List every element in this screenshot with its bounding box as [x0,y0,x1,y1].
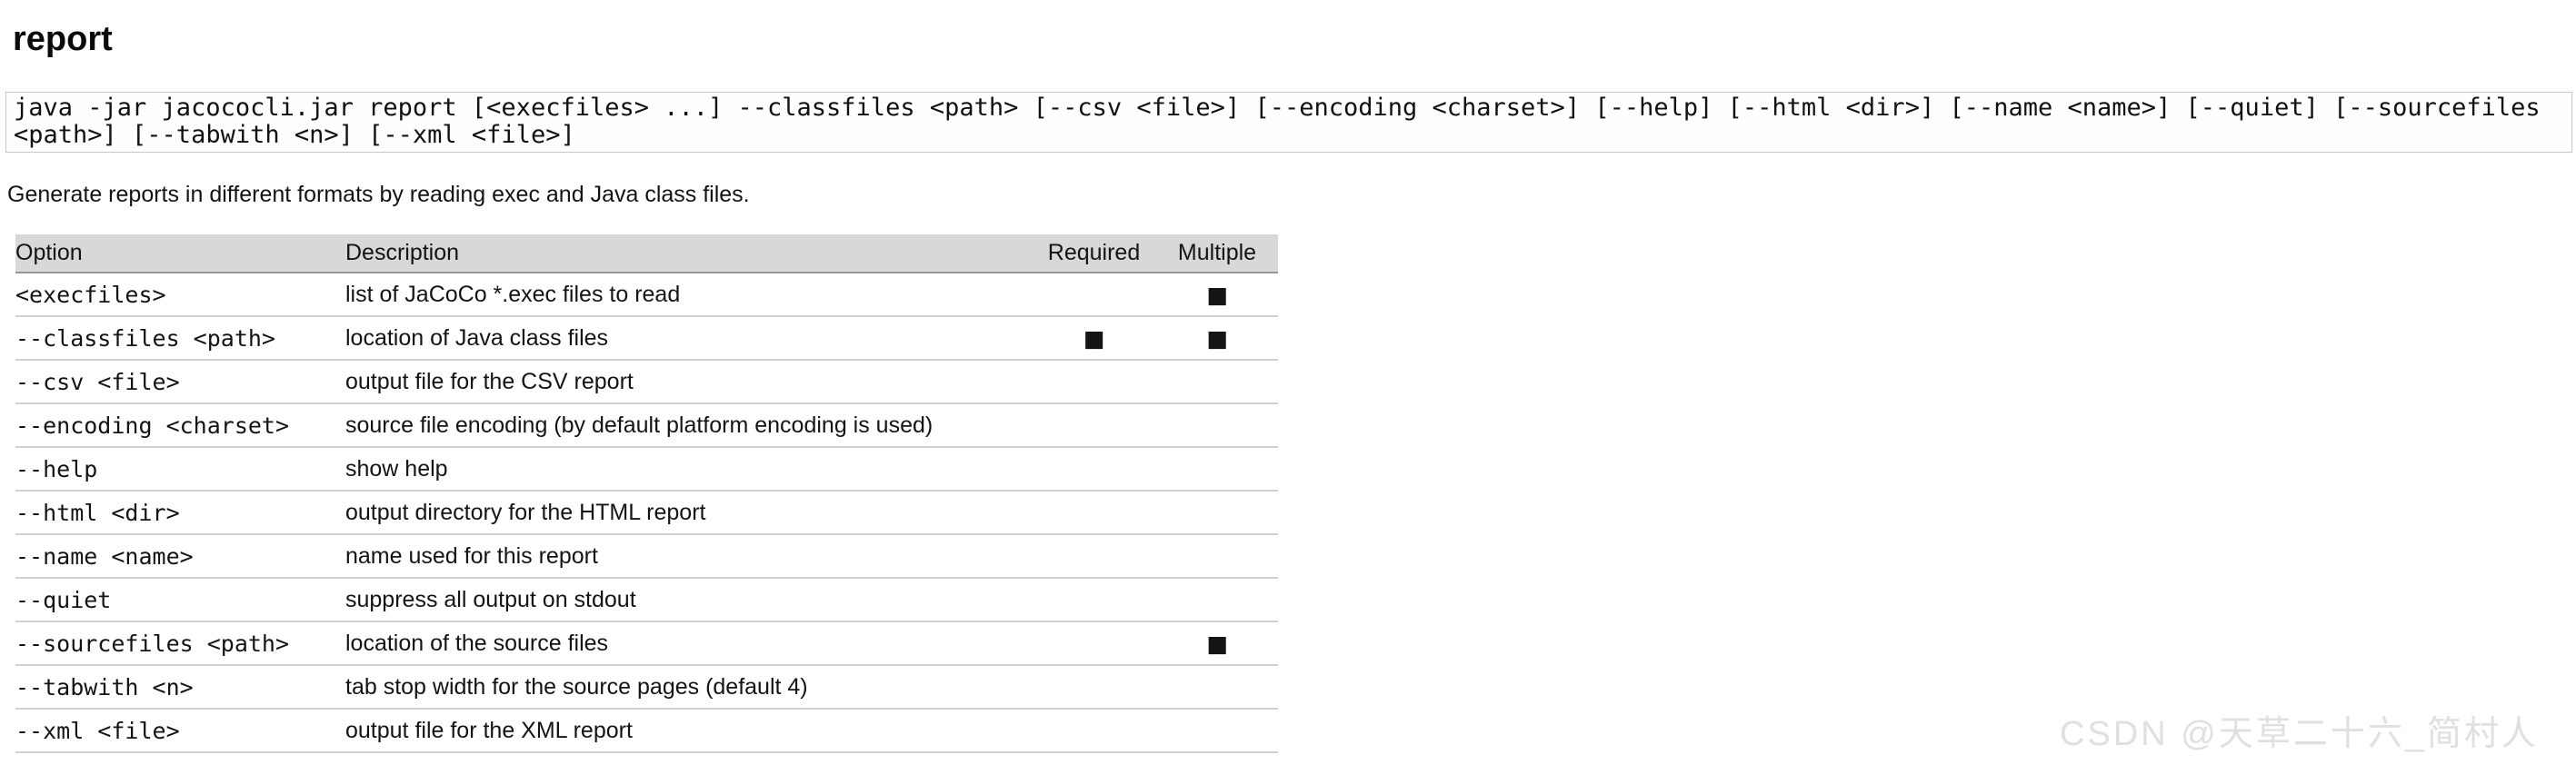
required-marker [1032,491,1156,535]
table-header-row: Option Description Required Multiple [15,234,1278,273]
multiple-marker [1156,709,1278,753]
multiple-marker [1156,491,1278,535]
required-marker [1032,403,1156,448]
multiple-marker: ■ [1156,273,1278,317]
option-cell: --help [15,447,345,492]
multiple-marker: ■ [1156,621,1278,666]
description-cell: output directory for the HTML report [345,491,1032,535]
options-table: Option Description Required Multiple <ex… [15,234,1278,753]
table-row: --encoding <charset> source file encodin… [15,403,1278,448]
table-row: --html <dir> output directory for the HT… [15,491,1278,535]
intro-text: Generate reports in different formats by… [7,182,750,207]
description-cell: list of JaCoCo *.exec files to read [345,273,1032,317]
column-header-option: Option [15,234,345,273]
option-cell: <execfiles> [15,273,345,317]
option-cell: --quiet [15,578,345,622]
option-cell: --html <dir> [15,491,345,535]
required-marker [1032,273,1156,317]
multiple-marker: ■ [1156,316,1278,361]
description-cell: name used for this report [345,534,1032,579]
required-marker [1032,665,1156,710]
command-usage-code-block: java -jar jacococli.jar report [<execfil… [5,92,2572,153]
column-header-required: Required [1032,234,1156,273]
page-title: report [13,20,113,58]
required-marker [1032,709,1156,753]
option-cell: --encoding <charset> [15,403,345,448]
multiple-marker [1156,447,1278,492]
description-cell: tab stop width for the source pages (def… [345,665,1032,710]
table-row: --tabwith <n> tab stop width for the sou… [15,665,1278,710]
required-marker [1032,621,1156,666]
option-cell: --name <name> [15,534,345,579]
multiple-marker [1156,403,1278,448]
option-cell: --sourcefiles <path> [15,621,345,666]
description-cell: location of Java class files [345,316,1032,361]
description-cell: suppress all output on stdout [345,578,1032,622]
required-marker [1032,447,1156,492]
option-cell: --classfiles <path> [15,316,345,361]
table-row: --help show help [15,447,1278,492]
table-row: --quiet suppress all output on stdout [15,578,1278,622]
table-row: --xml <file> output file for the XML rep… [15,709,1278,753]
table-row: --name <name> name used for this report [15,534,1278,579]
required-marker [1032,578,1156,622]
multiple-marker [1156,665,1278,710]
option-cell: --xml <file> [15,709,345,753]
table-row: --classfiles <path> location of Java cla… [15,316,1278,361]
multiple-marker [1156,360,1278,404]
description-cell: output file for the CSV report [345,360,1032,404]
table-row: --sourcefiles <path> location of the sou… [15,621,1278,666]
description-cell: show help [345,447,1032,492]
table-row: <execfiles> list of JaCoCo *.exec files … [15,273,1278,317]
multiple-marker [1156,534,1278,579]
required-marker: ■ [1032,316,1156,361]
option-cell: --tabwith <n> [15,665,345,710]
description-cell: location of the source files [345,621,1032,666]
required-marker [1032,534,1156,579]
column-header-description: Description [345,234,1032,273]
option-cell: --csv <file> [15,360,345,404]
csdn-watermark: CSDN @天草二十六_简村人 [2060,715,2539,753]
required-marker [1032,360,1156,404]
table-row: --csv <file> output file for the CSV rep… [15,360,1278,404]
description-cell: source file encoding (by default platfor… [345,403,1032,448]
options-table-header: Option Description Required Multiple [15,234,1278,273]
multiple-marker [1156,578,1278,622]
description-cell: output file for the XML report [345,709,1032,753]
column-header-multiple: Multiple [1156,234,1278,273]
